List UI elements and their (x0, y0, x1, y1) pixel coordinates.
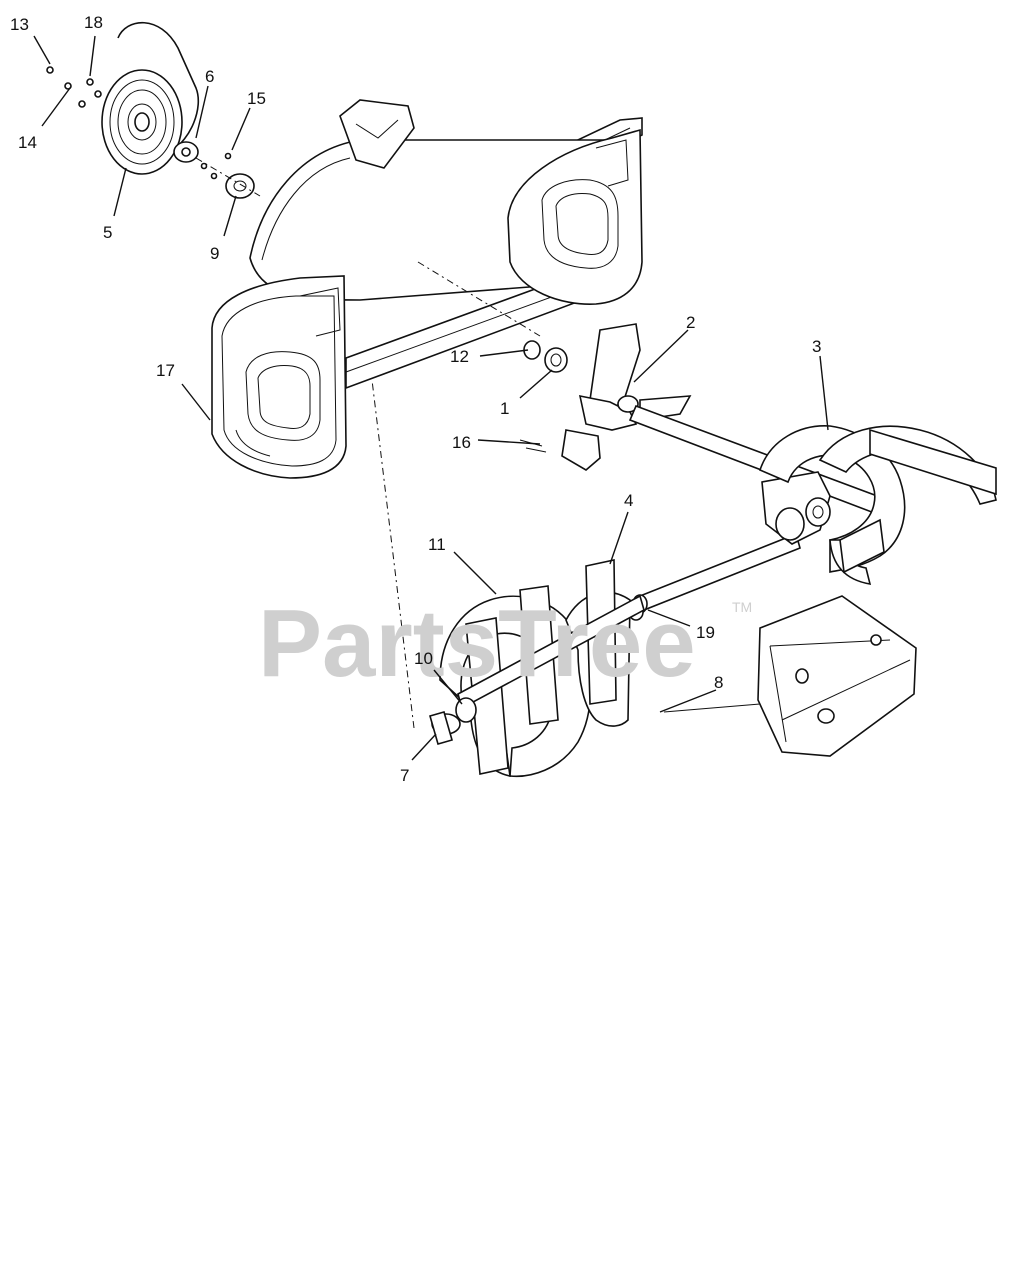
callout-9: 9 (210, 244, 219, 263)
callout-11: 11 (428, 535, 446, 554)
callout-5: 5 (103, 223, 112, 242)
callout-14: 14 (18, 133, 37, 152)
callout-4: 4 (624, 491, 633, 510)
callout-10: 10 (414, 649, 433, 668)
pulley-assembly (46, 21, 261, 199)
impeller-assembly (519, 323, 692, 471)
callout-19: 19 (696, 623, 715, 642)
detail-inset (663, 595, 917, 757)
callout-13: 13 (10, 15, 29, 34)
callout-6: 6 (205, 67, 214, 86)
callout-17: 17 (156, 361, 175, 380)
leader-lines (33, 35, 829, 761)
watermark-trademark: TM (732, 599, 752, 615)
callout-15: 15 (247, 89, 266, 108)
callout-8: 8 (714, 673, 723, 692)
callout-7: 7 (400, 766, 409, 785)
watermark-text: PartsTree (258, 590, 696, 697)
callout-16: 16 (452, 433, 471, 452)
callout-18: 18 (84, 13, 103, 32)
watermark: PartsTree TM (258, 590, 752, 697)
callout-1: 1 (500, 399, 509, 418)
auger-housing (211, 99, 643, 479)
callout-2: 2 (686, 313, 695, 332)
left-auger (439, 559, 645, 778)
auger-hub-hardware (371, 379, 477, 745)
callout-3: 3 (812, 337, 821, 356)
callout-12: 12 (450, 347, 469, 366)
right-auger (759, 425, 997, 585)
callout-labels: 13 18 6 15 14 5 9 2 3 12 17 1 16 4 11 19… (10, 13, 821, 785)
